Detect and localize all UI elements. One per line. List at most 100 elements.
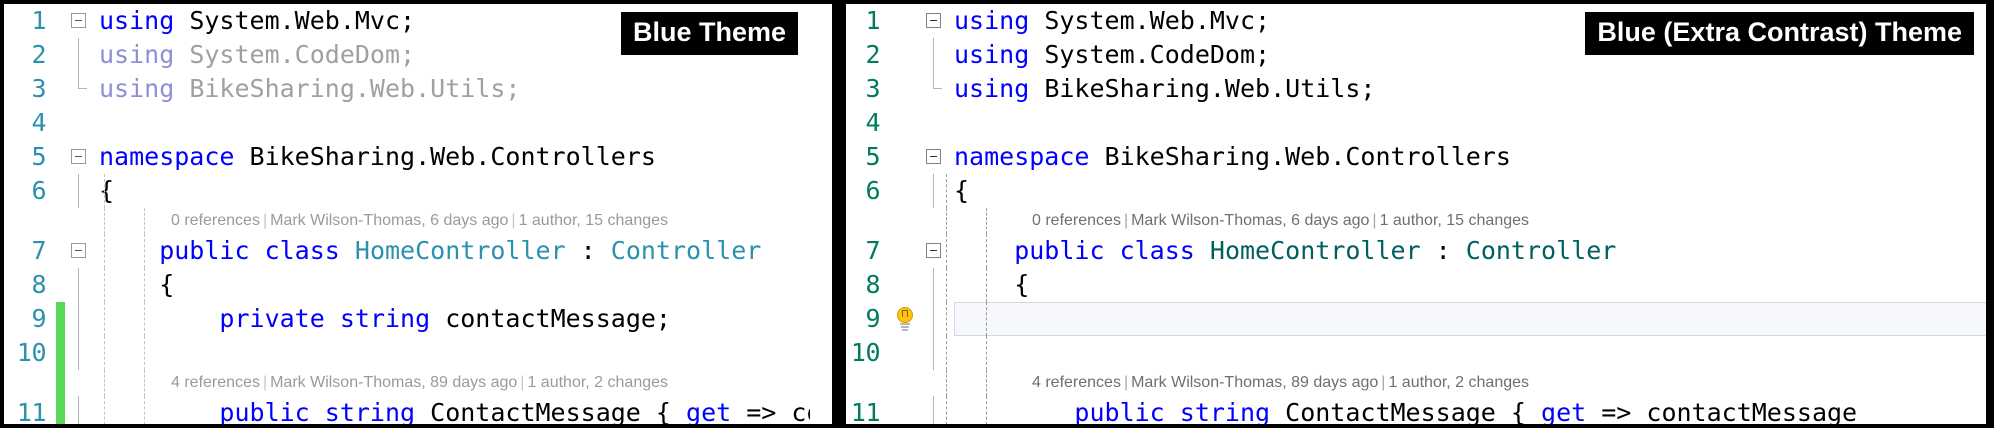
outlining-glyph-cell[interactable] xyxy=(65,140,99,174)
codelens-changes[interactable]: 1 author, 2 changes xyxy=(1388,374,1530,391)
code-line-text[interactable]: { xyxy=(954,174,1986,208)
panel-left-edge-bar xyxy=(838,4,846,424)
outlining-glyph-cell[interactable] xyxy=(65,302,99,336)
outlining-glyph-cell[interactable] xyxy=(920,204,954,238)
collapse-minus-icon[interactable] xyxy=(926,149,941,164)
outlining-glyph-cell[interactable] xyxy=(920,302,954,336)
codelens-separator: | xyxy=(1372,212,1377,229)
collapse-minus-icon[interactable] xyxy=(926,243,941,258)
code-line-text[interactable]: public class HomeController : Controller xyxy=(99,234,810,268)
codelens-text[interactable]: 4 references|Mark Wilson-Thomas, 89 days… xyxy=(954,370,1986,396)
code-line-row[interactable]: 4 xyxy=(4,106,810,140)
lightbulb-icon[interactable] xyxy=(894,307,916,331)
code-line-row[interactable]: 11 public string ContactMessage { get =>… xyxy=(4,396,810,424)
outlining-glyph-cell[interactable] xyxy=(65,366,99,400)
code-line-text[interactable]: using System.Web.Mvc; xyxy=(99,4,810,38)
code-line-text[interactable]: using System.Web.Mvc; xyxy=(954,4,1986,38)
lightbulb-cell[interactable] xyxy=(890,307,920,331)
code-line-text[interactable]: using BikeSharing.Web.Utils; xyxy=(99,72,810,106)
code-token: Controller xyxy=(610,236,762,265)
outlining-glyph-cell[interactable] xyxy=(65,336,99,370)
collapse-minus-icon[interactable] xyxy=(71,13,86,28)
codelens-author[interactable]: Mark Wilson-Thomas, 6 days ago xyxy=(270,212,509,229)
outlining-glyph-cell[interactable] xyxy=(65,396,99,424)
codelens-author[interactable]: Mark Wilson-Thomas, 6 days ago xyxy=(1131,212,1370,229)
code-line-text[interactable]: { xyxy=(99,174,810,208)
collapse-minus-icon[interactable] xyxy=(71,149,86,164)
outlining-glyph-cell[interactable] xyxy=(920,174,954,208)
outlining-glyph-cell[interactable] xyxy=(65,174,99,208)
codelens-text[interactable]: 4 references|Mark Wilson-Thomas, 89 days… xyxy=(99,370,810,396)
code-line-text[interactable]: { xyxy=(99,268,810,302)
outlining-glyph-cell[interactable] xyxy=(920,366,954,400)
codelens-changes[interactable]: 1 author, 15 changes xyxy=(1379,212,1530,229)
code-line-row[interactable]: 9 private string contactMessage; xyxy=(4,302,810,336)
codelens-author[interactable]: Mark Wilson-Thomas, 89 days ago xyxy=(1131,374,1379,391)
outlining-glyph-cell[interactable] xyxy=(920,140,954,174)
outlining-glyph-cell[interactable] xyxy=(920,38,954,72)
code-line-row[interactable]: 7 public class HomeController : Controll… xyxy=(4,234,810,268)
code-line-row[interactable]: 6{ xyxy=(838,174,1986,208)
outlining-glyph-cell[interactable] xyxy=(65,234,99,268)
outlining-glyph-cell[interactable] xyxy=(65,268,99,302)
codelens-row[interactable]: 4 references|Mark Wilson-Thomas, 89 days… xyxy=(4,366,810,400)
code-line-row[interactable]: 10 xyxy=(838,336,1986,370)
code-line-text[interactable]: public class HomeController : Controller xyxy=(954,234,1986,268)
outlining-glyph-cell[interactable] xyxy=(65,4,99,38)
codelens-changes[interactable]: 1 author, 2 changes xyxy=(527,374,669,391)
code-line-row[interactable]: 4 xyxy=(838,106,1986,140)
code-line-text[interactable]: namespace BikeSharing.Web.Controllers xyxy=(99,140,810,174)
code-line-text[interactable]: private string contactMessage; xyxy=(99,302,810,336)
outlining-glyph-cell[interactable] xyxy=(920,4,954,38)
codelens-references[interactable]: 4 references xyxy=(171,374,260,391)
code-line-text[interactable]: namespace BikeSharing.Web.Controllers xyxy=(954,140,1986,174)
collapse-minus-icon[interactable] xyxy=(71,243,86,258)
outlining-glyph-cell[interactable] xyxy=(65,106,99,140)
outlining-glyph-cell[interactable] xyxy=(920,336,954,370)
code-line-row[interactable]: 9 private string contactMessage; xyxy=(838,302,1986,336)
outlining-glyph-cell[interactable] xyxy=(65,72,99,106)
codelens-row[interactable]: 0 references |Mark Wilson-Thomas, 6 days … xyxy=(838,208,1986,234)
codelens-row[interactable]: 0 references|Mark Wilson-Thomas, 6 days … xyxy=(4,208,810,234)
code-line-text[interactable]: using BikeSharing.Web.Utils; xyxy=(954,72,1986,106)
outlining-glyph-cell[interactable] xyxy=(65,38,99,72)
outlining-glyph-cell[interactable] xyxy=(920,268,954,302)
codelens-row[interactable]: 4 references|Mark Wilson-Thomas, 89 days… xyxy=(838,370,1986,396)
outlining-glyph-cell[interactable] xyxy=(920,234,954,268)
outlining-glyph-cell[interactable] xyxy=(920,396,954,424)
code-line-row[interactable]: 8 { xyxy=(4,268,810,302)
code-line-text[interactable]: { xyxy=(954,268,1986,302)
codelens-changes[interactable]: 1 author, 15 changes xyxy=(518,212,669,229)
code-line-text[interactable]: using System.CodeDom; xyxy=(99,38,810,72)
codelens-references[interactable]: 4 references xyxy=(1032,374,1121,391)
outlining-glyph-cell[interactable] xyxy=(65,204,99,238)
codelens-text[interactable]: 0 references|Mark Wilson-Thomas, 6 days … xyxy=(99,208,810,234)
codelens-references[interactable]: 0 references xyxy=(1032,212,1121,229)
codelens-references[interactable]: 0 references xyxy=(171,212,260,229)
code-line-row[interactable]: 8 { xyxy=(838,268,1986,302)
code-line-row[interactable]: 6{ xyxy=(4,174,810,208)
code-line-text[interactable]: public string ContactMessage { get => co… xyxy=(99,396,810,424)
collapse-minus-icon[interactable] xyxy=(926,13,941,28)
codelens-author[interactable]: Mark Wilson-Thomas, 89 days ago xyxy=(270,374,518,391)
outlining-glyph-cell[interactable] xyxy=(920,72,954,106)
code-line-text[interactable]: using System.CodeDom; xyxy=(954,38,1986,72)
codelens-text[interactable]: 0 references |Mark Wilson-Thomas, 6 days … xyxy=(954,208,1986,234)
code-line-row[interactable]: 11 public string ContactMessage { get =>… xyxy=(838,396,1986,424)
code-line-row[interactable]: 10 xyxy=(4,336,810,370)
code-line-row[interactable]: 7 public class HomeController : Controll… xyxy=(838,234,1986,268)
outlining-glyph-cell[interactable] xyxy=(920,106,954,140)
code-line-text[interactable]: public string ContactMessage { get => co… xyxy=(954,396,1986,424)
